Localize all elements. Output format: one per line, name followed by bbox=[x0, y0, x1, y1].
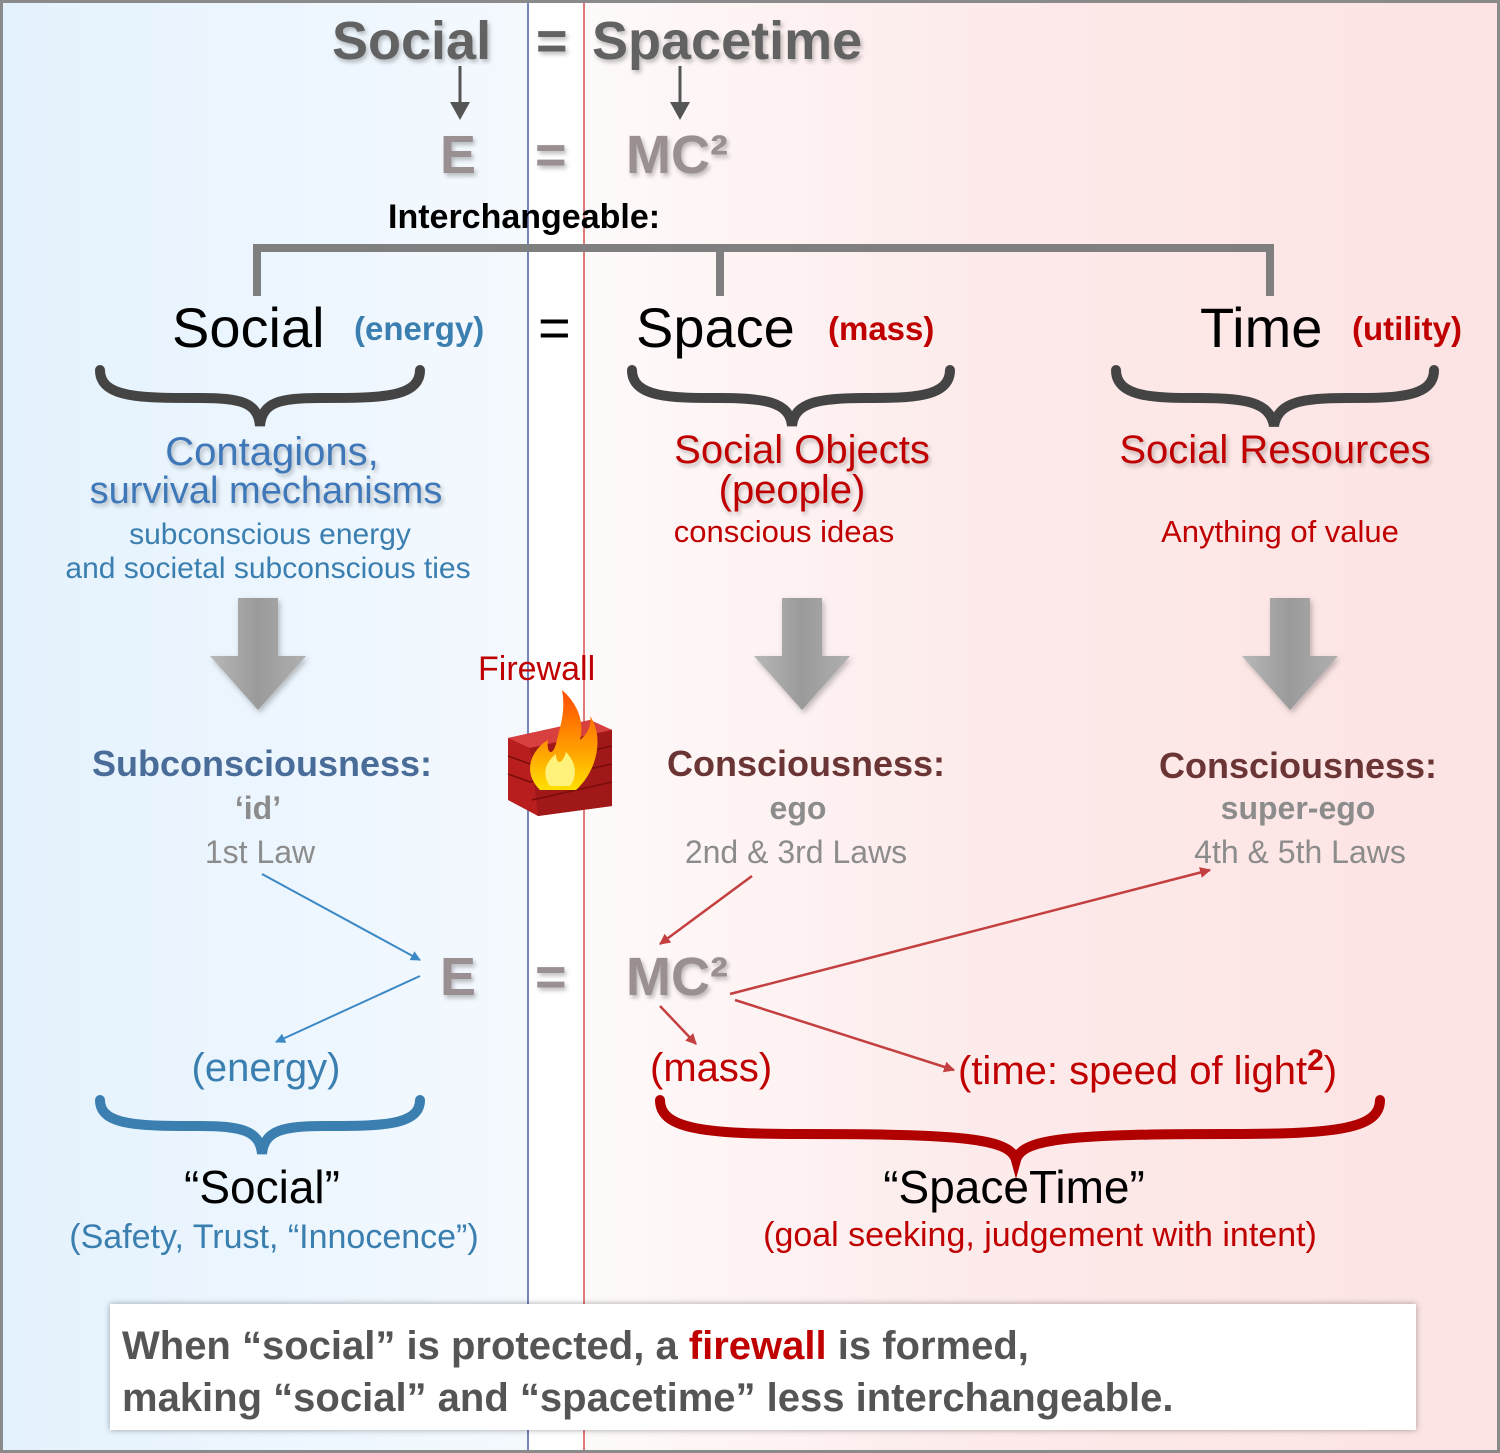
social-term: ‘id’ bbox=[234, 790, 282, 826]
time-term: super-ego bbox=[1220, 790, 1376, 826]
time-title: Time bbox=[1200, 296, 1323, 359]
time-sub-1: Anything of value bbox=[1161, 514, 1399, 549]
equation-top-e: E bbox=[440, 125, 477, 185]
space-title: Space bbox=[636, 296, 795, 359]
interchangeable-label: Interchangeable: bbox=[388, 198, 661, 236]
down-arrow-space bbox=[754, 598, 850, 710]
brace-spacetime bbox=[655, 1095, 1385, 1179]
time-tag: (utility) bbox=[1352, 310, 1462, 347]
equation-bottom-mc2: MC² bbox=[626, 947, 728, 1007]
space-term: ego bbox=[769, 790, 827, 826]
header-arrow-left bbox=[450, 66, 470, 120]
time-speed-close: ) bbox=[1323, 1049, 1338, 1093]
equation-bottom-e: E bbox=[440, 947, 477, 1007]
time-speed-exponent: 2 bbox=[1307, 1044, 1324, 1077]
social-sub-2: and societal subconscious ties bbox=[65, 552, 471, 585]
space-tag: (mass) bbox=[828, 310, 935, 347]
brace-social bbox=[95, 365, 425, 427]
arrow-mc2-to-time bbox=[734, 998, 956, 1073]
time-level: Consciousness: bbox=[1158, 745, 1438, 786]
header-equals: = bbox=[536, 11, 568, 71]
social-sub-1: subconscious energy bbox=[129, 518, 411, 551]
header-social: Social bbox=[332, 11, 492, 71]
social-level: Subconsciousness: bbox=[91, 743, 433, 784]
social-desc-2: survival mechanisms bbox=[89, 470, 443, 512]
space-law: 2nd & 3rd Laws bbox=[684, 834, 908, 870]
arrow-1st-law-to-e bbox=[261, 873, 421, 961]
space-desc-1: Social Objects bbox=[674, 428, 930, 472]
spacetime-quote: “SpaceTime” bbox=[883, 1161, 1145, 1213]
note-line-1: When “social” is protected, a firewall i… bbox=[122, 1324, 1029, 1369]
space-desc-2: (people) bbox=[718, 468, 866, 512]
time-law: 4th & 5th Laws bbox=[1194, 834, 1406, 870]
arrow-ego-to-mc2 bbox=[659, 874, 753, 946]
note-firewall-highlight: firewall bbox=[688, 1324, 827, 1368]
social-quote-desc: (Safety, Trust, “Innocence”) bbox=[69, 1218, 479, 1256]
time-desc-1: Social Resources bbox=[1119, 428, 1431, 472]
social-quote: “Social” bbox=[184, 1161, 340, 1213]
note-line-2: making “social” and “spacetime” less int… bbox=[122, 1376, 1174, 1420]
firewall-note-box: When “social” is protected, a firewall i… bbox=[110, 1304, 1416, 1430]
social-title: Social bbox=[172, 296, 325, 359]
space-level: Consciousness: bbox=[666, 743, 946, 784]
note-text-1: When “social” is protected, a bbox=[122, 1324, 689, 1368]
equation-top-mc2: MC² bbox=[626, 125, 728, 185]
energy-label: (energy) bbox=[191, 1046, 341, 1090]
firewall-icon bbox=[507, 690, 613, 816]
social-tag: (energy) bbox=[354, 310, 485, 347]
time-speed-label: (time: speed of light2) bbox=[958, 1044, 1338, 1093]
social-desc-1: Contagions, bbox=[165, 430, 379, 474]
spacetime-quote-desc: (goal seeking, judgement with intent) bbox=[763, 1216, 1317, 1254]
brace-time bbox=[1111, 365, 1439, 428]
down-arrow-time bbox=[1242, 598, 1338, 710]
equation-top-equals: = bbox=[535, 125, 567, 185]
firewall-label: Firewall bbox=[478, 650, 596, 688]
space-sub-1: conscious ideas bbox=[673, 514, 895, 549]
brace-space bbox=[627, 365, 955, 427]
header-spacetime: Spacetime bbox=[592, 11, 863, 71]
note-text-2: is formed, bbox=[826, 1324, 1029, 1368]
social-law: 1st Law bbox=[204, 834, 316, 870]
columns-equals: = bbox=[538, 296, 571, 359]
time-speed-text: (time: speed of light bbox=[958, 1049, 1308, 1093]
brace-energy bbox=[95, 1095, 425, 1155]
arrow-mc2-to-mass bbox=[659, 1005, 697, 1045]
mass-label: (mass) bbox=[650, 1046, 773, 1090]
arrow-mc2-to-superego bbox=[729, 867, 1212, 996]
down-arrow-social bbox=[210, 598, 306, 710]
header-arrow-right bbox=[670, 66, 690, 120]
equation-bottom-equals: = bbox=[535, 947, 567, 1007]
interchangeable-bracket bbox=[253, 244, 1274, 296]
arrow-e-to-energy bbox=[275, 975, 421, 1043]
